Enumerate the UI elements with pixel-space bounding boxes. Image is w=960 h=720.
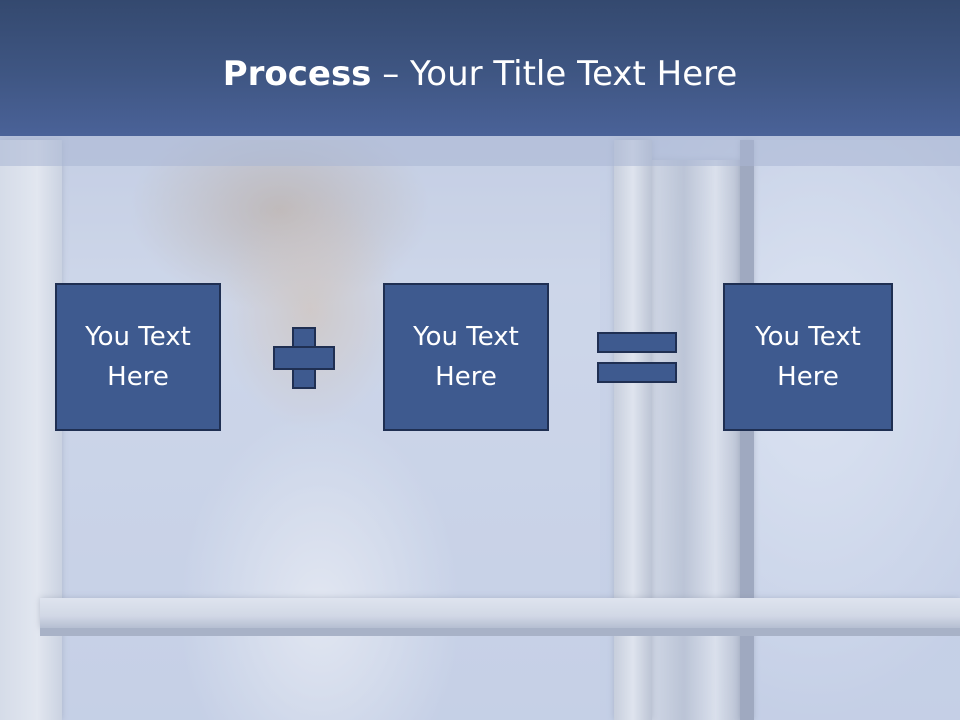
process-box-result-text: You Text Here bbox=[755, 317, 861, 397]
process-box-1-text: You Text Here bbox=[85, 317, 191, 397]
process-box-2-text: You Text Here bbox=[413, 317, 519, 397]
equals-icon-bottom-bar bbox=[597, 362, 677, 383]
plus-icon bbox=[273, 327, 335, 389]
slide-title: Process – Your Title Text Here bbox=[0, 52, 960, 96]
box-1-line-1: You Text bbox=[85, 322, 191, 352]
box-1-line-2: Here bbox=[107, 362, 169, 392]
window-rail bbox=[40, 598, 960, 628]
process-box-2[interactable]: You Text Here bbox=[383, 283, 549, 431]
process-box-1[interactable]: You Text Here bbox=[55, 283, 221, 431]
title-sub-band bbox=[0, 136, 960, 166]
equals-icon bbox=[597, 332, 677, 384]
box-2-line-1: You Text bbox=[413, 322, 519, 352]
title-bold: Process bbox=[222, 54, 372, 94]
box-3-line-1: You Text bbox=[755, 322, 861, 352]
window-rail-shadow bbox=[40, 628, 960, 636]
title-rest: – Your Title Text Here bbox=[371, 54, 738, 94]
plus-icon-center bbox=[294, 348, 314, 368]
box-3-line-2: Here bbox=[777, 362, 839, 392]
equals-icon-top-bar bbox=[597, 332, 677, 353]
title-band bbox=[0, 0, 960, 136]
process-box-result[interactable]: You Text Here bbox=[723, 283, 893, 431]
box-2-line-2: Here bbox=[435, 362, 497, 392]
